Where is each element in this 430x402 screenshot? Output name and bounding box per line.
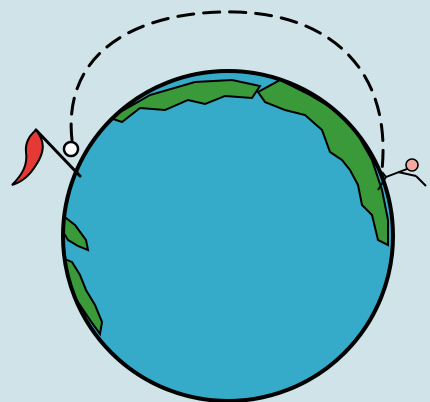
golfer-head <box>406 159 418 171</box>
ball-icon <box>64 142 78 156</box>
earth-icon <box>62 71 393 401</box>
